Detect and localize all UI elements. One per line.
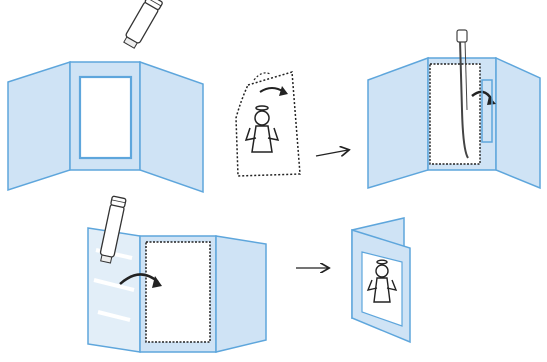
step-3-drawing-paper — [429, 63, 481, 165]
angel-drawing-icon — [366, 259, 398, 303]
step-4-drawing-paper — [145, 241, 211, 343]
step-1-left-flap — [7, 60, 71, 192]
step-4-right-flap — [215, 235, 267, 353]
step-2-cut-drawing — [235, 71, 301, 177]
step-3-left-flap — [367, 56, 429, 190]
step-3-right-flap — [495, 56, 541, 190]
glue-stick-icon — [99, 195, 127, 264]
step-1-window — [78, 75, 133, 160]
step-3-place-drawing — [367, 29, 541, 190]
glue-stick-icon — [459, 39, 469, 159]
angel-drawing-icon — [244, 105, 280, 153]
step-1-right-flap — [139, 60, 204, 194]
step-5-window — [361, 251, 403, 327]
step-5-finished-card — [351, 217, 411, 344]
arrow-to-step-3 — [315, 150, 348, 157]
step-4-glue-cover — [87, 195, 267, 353]
step-1-glue-frame — [7, 0, 204, 194]
glue-stick-icon — [123, 0, 163, 49]
